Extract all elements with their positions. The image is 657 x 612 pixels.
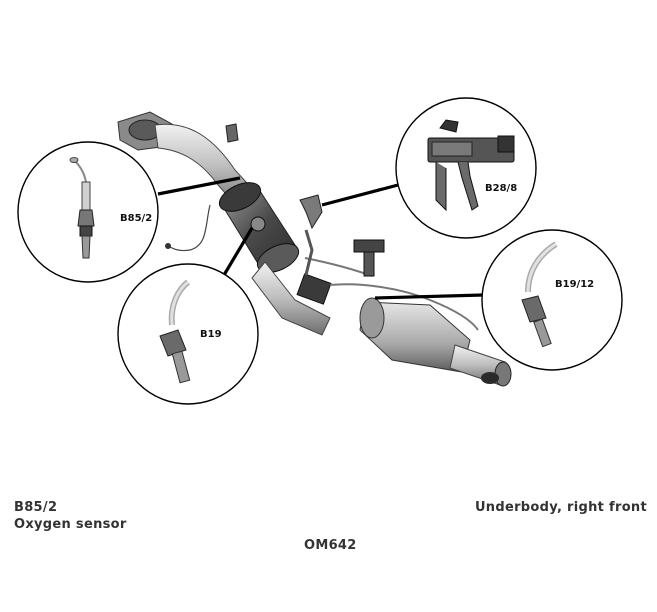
temperature-sensor-icon bbox=[521, 241, 558, 348]
leader-b19-12 bbox=[374, 293, 484, 300]
pressure-sensor-icon bbox=[427, 119, 515, 212]
leader-b28-8 bbox=[321, 183, 399, 207]
exhaust-assembly bbox=[117, 111, 512, 387]
callout-label-b19-12: B19/12 bbox=[555, 279, 594, 290]
component-name: Oxygen sensor bbox=[14, 517, 127, 532]
callout-b19: B19 bbox=[117, 263, 259, 405]
leader-lines bbox=[157, 176, 484, 300]
oxygen-sensor-icon bbox=[69, 157, 95, 259]
component-code: B85/2 bbox=[14, 500, 58, 515]
leader-b19 bbox=[222, 227, 254, 276]
callout-b85-2: B85/2 bbox=[17, 141, 159, 283]
callout-b19-12: B19/12 bbox=[481, 229, 623, 371]
engine-code: OM642 bbox=[304, 538, 357, 553]
temperature-sensor-icon bbox=[159, 279, 191, 384]
callout-label-b28-8: B28/8 bbox=[485, 183, 517, 194]
callout-label-b85-2: B85/2 bbox=[120, 213, 152, 224]
exhaust-system-diagram: B85/2 B19 B28/8 bbox=[17, 97, 623, 405]
leader-b85-2 bbox=[157, 176, 241, 196]
callout-label-b19: B19 bbox=[200, 329, 222, 340]
component-location: Underbody, right front bbox=[474, 500, 647, 515]
callout-b28-8: B28/8 bbox=[395, 97, 537, 239]
